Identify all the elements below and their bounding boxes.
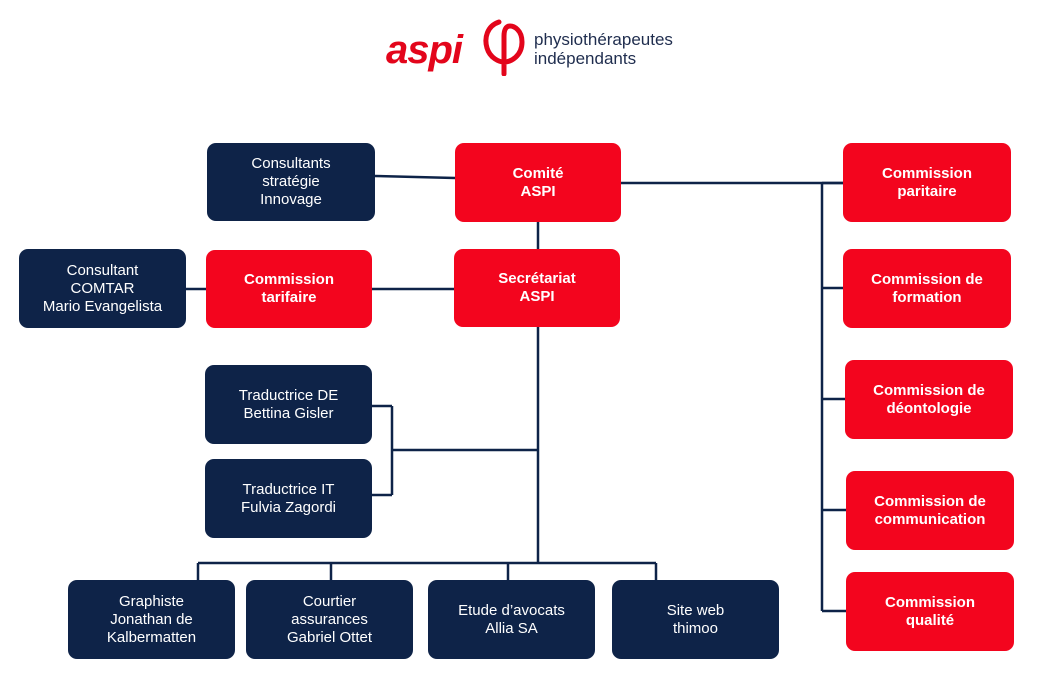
commission-paritaire-label: Commission paritaire [881, 164, 972, 200]
courtier-box: Courtier assurances Gabriel Ottet [246, 580, 413, 659]
commission-tarifaire-box: Commission tarifaire [206, 250, 372, 328]
consultant-comtar-label: Consultant COMTAR Mario Evangelista [42, 261, 163, 315]
site-web-box: Site web thimoo [612, 580, 779, 659]
commission-tarifaire-label: Commission tarifaire [243, 271, 334, 306]
graphiste-label: Graphiste Jonathan de Kalbermatten [106, 592, 197, 646]
commission-formation-box: Commission de formation [843, 249, 1011, 328]
commission-qualite-label: Commission qualité [884, 593, 975, 629]
connector-consultants-comite [374, 174, 456, 180]
logo-tagline-line2: indépendants [534, 49, 637, 68]
avocats-box: Etude d’avocats Allia SA [428, 580, 595, 659]
comite-aspi-box: Comité ASPI [455, 143, 621, 222]
commission-communication-box: Commission de communication [846, 471, 1014, 550]
logo-tagline-line1: physiothérapeutes [534, 30, 673, 49]
commission-deontologie-label: Commission de déontologie [873, 381, 985, 417]
commission-qualite-box: Commission qualité [846, 572, 1014, 651]
secretariat-aspi-label: Secrétariat ASPI [498, 270, 576, 305]
phi-logo-icon [483, 19, 525, 76]
commission-paritaire-box: Commission paritaire [843, 143, 1011, 222]
logo-tagline: physiothérapeutes indépendants [534, 30, 673, 68]
commission-formation-label: Commission de formation [871, 270, 983, 306]
consultant-comtar-box: Consultant COMTAR Mario Evangelista [19, 249, 186, 328]
traductrice-it-box: Traductrice IT Fulvia Zagordi [205, 459, 372, 538]
graphiste-box: Graphiste Jonathan de Kalbermatten [68, 580, 235, 659]
comite-aspi-label: Comité ASPI [512, 164, 564, 200]
courtier-label: Courtier assurances Gabriel Ottet [286, 592, 373, 646]
traductrice-de-label: Traductrice DE Bettina Gisler [238, 386, 339, 422]
consultants-strategie-box: Consultants stratégie Innovage [207, 143, 375, 221]
traductrice-it-label: Traductrice IT Fulvia Zagordi [240, 480, 337, 516]
site-web-label: Site web thimoo [666, 601, 725, 637]
secretariat-aspi-box: Secrétariat ASPI [454, 249, 620, 327]
commission-communication-label: Commission de communication [874, 492, 986, 528]
avocats-label: Etude d’avocats Allia SA [458, 601, 565, 637]
consultants-strategie-label: Consultants stratégie Innovage [251, 155, 331, 208]
logo-brand-text: aspi [386, 28, 463, 72]
traductrice-de-box: Traductrice DE Bettina Gisler [205, 365, 372, 444]
commission-deontologie-box: Commission de déontologie [845, 360, 1013, 439]
